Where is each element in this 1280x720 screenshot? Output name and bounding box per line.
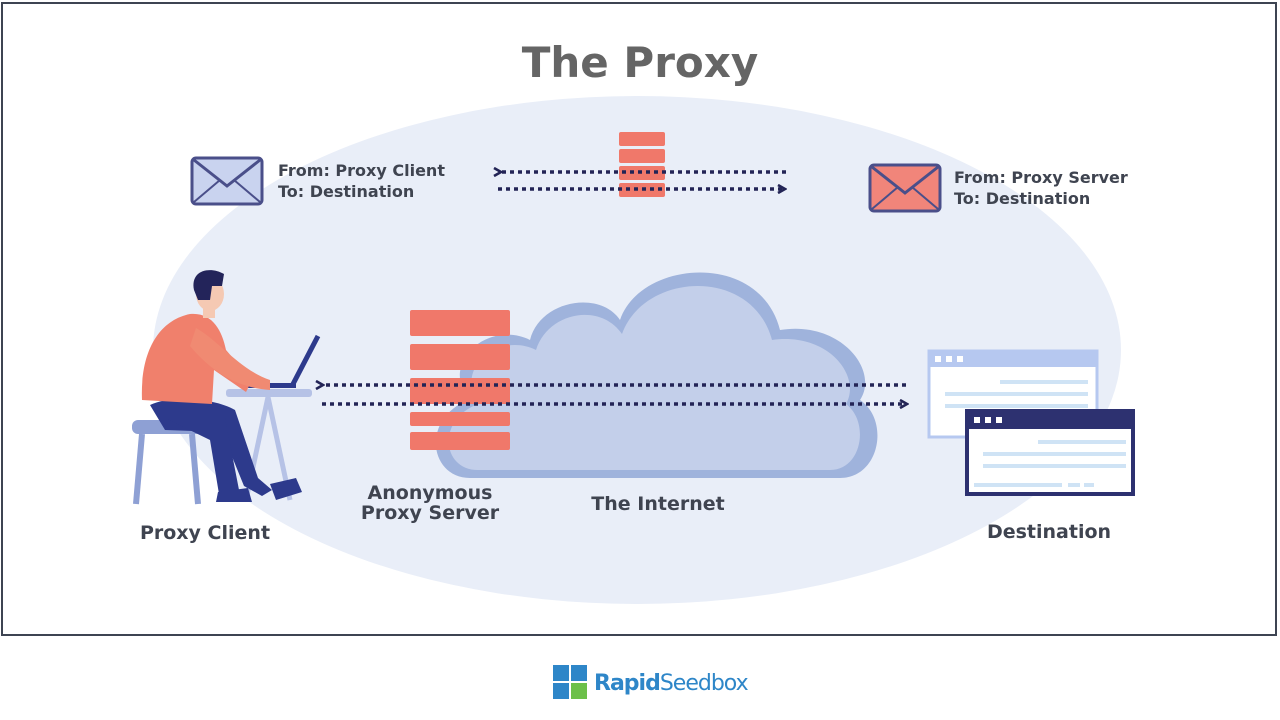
proxy-label-line2: Proxy Server [360,502,500,524]
internet-label: The Internet [591,493,725,515]
proxy-client-label: Proxy Client [139,522,271,544]
server-message-to: To: Destination [954,189,1091,208]
brand-name-part2: Seedbox [659,670,749,696]
envelope-icon [190,156,264,206]
client-message-from: From: Proxy Client [278,161,445,180]
diagram-title: The Proxy [521,38,759,87]
client-message-to: To: Destination [278,182,415,201]
anonymous-proxy-server-label: Anonymous Proxy Server [350,483,510,523]
brand-logo: RapidSeedbox [552,664,749,702]
cloud-icon [435,272,878,478]
client-message-label: From: Proxy Client To: Destination [278,160,445,202]
server-message-label: From: Proxy Server To: Destination [954,167,1128,209]
brand-name-part1: Rapid [594,670,661,696]
destination-label: Destination [986,521,1112,543]
rapidseedbox-logo-icon [553,665,587,699]
proxy-label-line1: Anonymous [367,482,493,504]
envelope-icon [868,163,942,213]
brand-name: RapidSeedbox [594,670,749,696]
browser-window-icon [965,409,1135,496]
anonymous-proxy-server-icon [410,310,510,450]
person-at-laptop-icon [132,270,321,505]
server-message-from: From: Proxy Server [954,168,1128,187]
